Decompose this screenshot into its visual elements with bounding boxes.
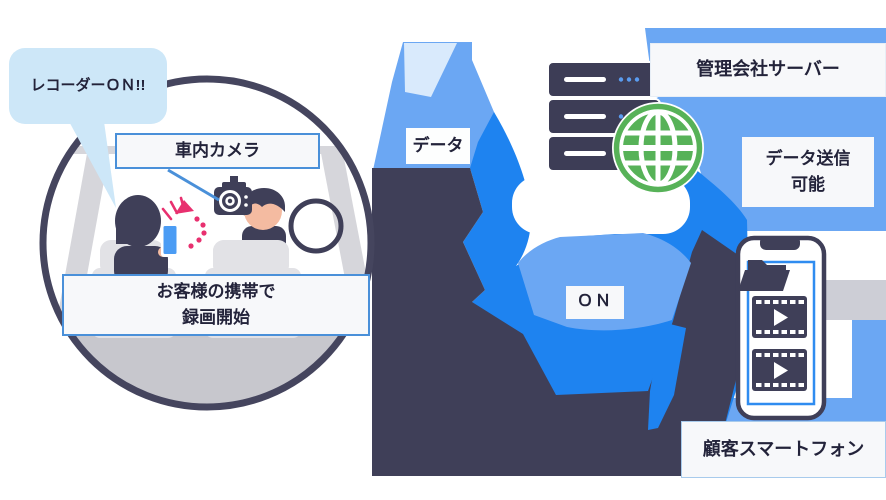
steering-wheel — [288, 198, 344, 254]
camera-label-text: 車内カメラ — [175, 140, 260, 160]
passenger-label: お客様の携帯で 録画開始 — [62, 274, 370, 336]
transfer-label: データ送信 可能 — [742, 137, 874, 207]
video-clip-icon-1 — [752, 296, 807, 338]
data-label: データ — [406, 128, 470, 164]
transfer-label-text: データ送信 可能 — [766, 146, 851, 199]
folder-icon — [738, 260, 790, 291]
data-label-text: データ — [412, 135, 464, 155]
passenger-label-text: お客様の携帯で 録画開始 — [157, 279, 276, 332]
magnifier-ring — [39, 75, 375, 411]
passenger-hair-bob — [116, 218, 138, 244]
passenger-label-line2: 録画開始 — [182, 308, 250, 327]
signal-sparks — [161, 196, 186, 221]
smartphone-back-band — [816, 280, 886, 320]
transfer-label-line2: 可能 — [791, 175, 825, 194]
smartphone-screen-border — [746, 260, 816, 406]
smartphone-label: 顧客スマートフォン — [681, 421, 886, 478]
smartphone-icon — [735, 235, 886, 421]
camera-label: 車内カメラ — [115, 133, 320, 169]
globe-icon — [612, 102, 704, 194]
on-label: ＯＮ — [566, 286, 624, 319]
server-icon — [547, 61, 704, 194]
passenger-label-line1: お客様の携帯で — [156, 281, 276, 301]
camera-pointer-line — [167, 168, 220, 202]
flow-shape-strip — [648, 322, 686, 430]
server-label: 管理会社サーバー — [650, 43, 886, 97]
video-clip-icon-2 — [752, 349, 807, 391]
smartphone-notch — [760, 236, 800, 250]
smartphone-label-text: 顧客スマートフォン — [702, 438, 865, 459]
signal-arrow — [161, 196, 207, 249]
driver-hair — [243, 188, 285, 216]
headrest-right-front — [213, 240, 289, 276]
speech-bubble: レコーダーＯＮ!! — [9, 48, 167, 124]
dashcam-icon — [214, 176, 252, 215]
flow-shape-on-pad — [518, 233, 691, 331]
driver — [213, 188, 289, 276]
on-label-text: ＯＮ — [576, 293, 613, 311]
passenger-phone-screen — [163, 226, 177, 254]
transfer-label-line1: データ送信 — [765, 148, 851, 168]
speech-bubble-text: レコーダーＯＮ!! — [30, 77, 146, 95]
flow-shape-funnel-pale — [404, 43, 457, 97]
server-label-text: 管理会社サーバー — [696, 59, 840, 80]
